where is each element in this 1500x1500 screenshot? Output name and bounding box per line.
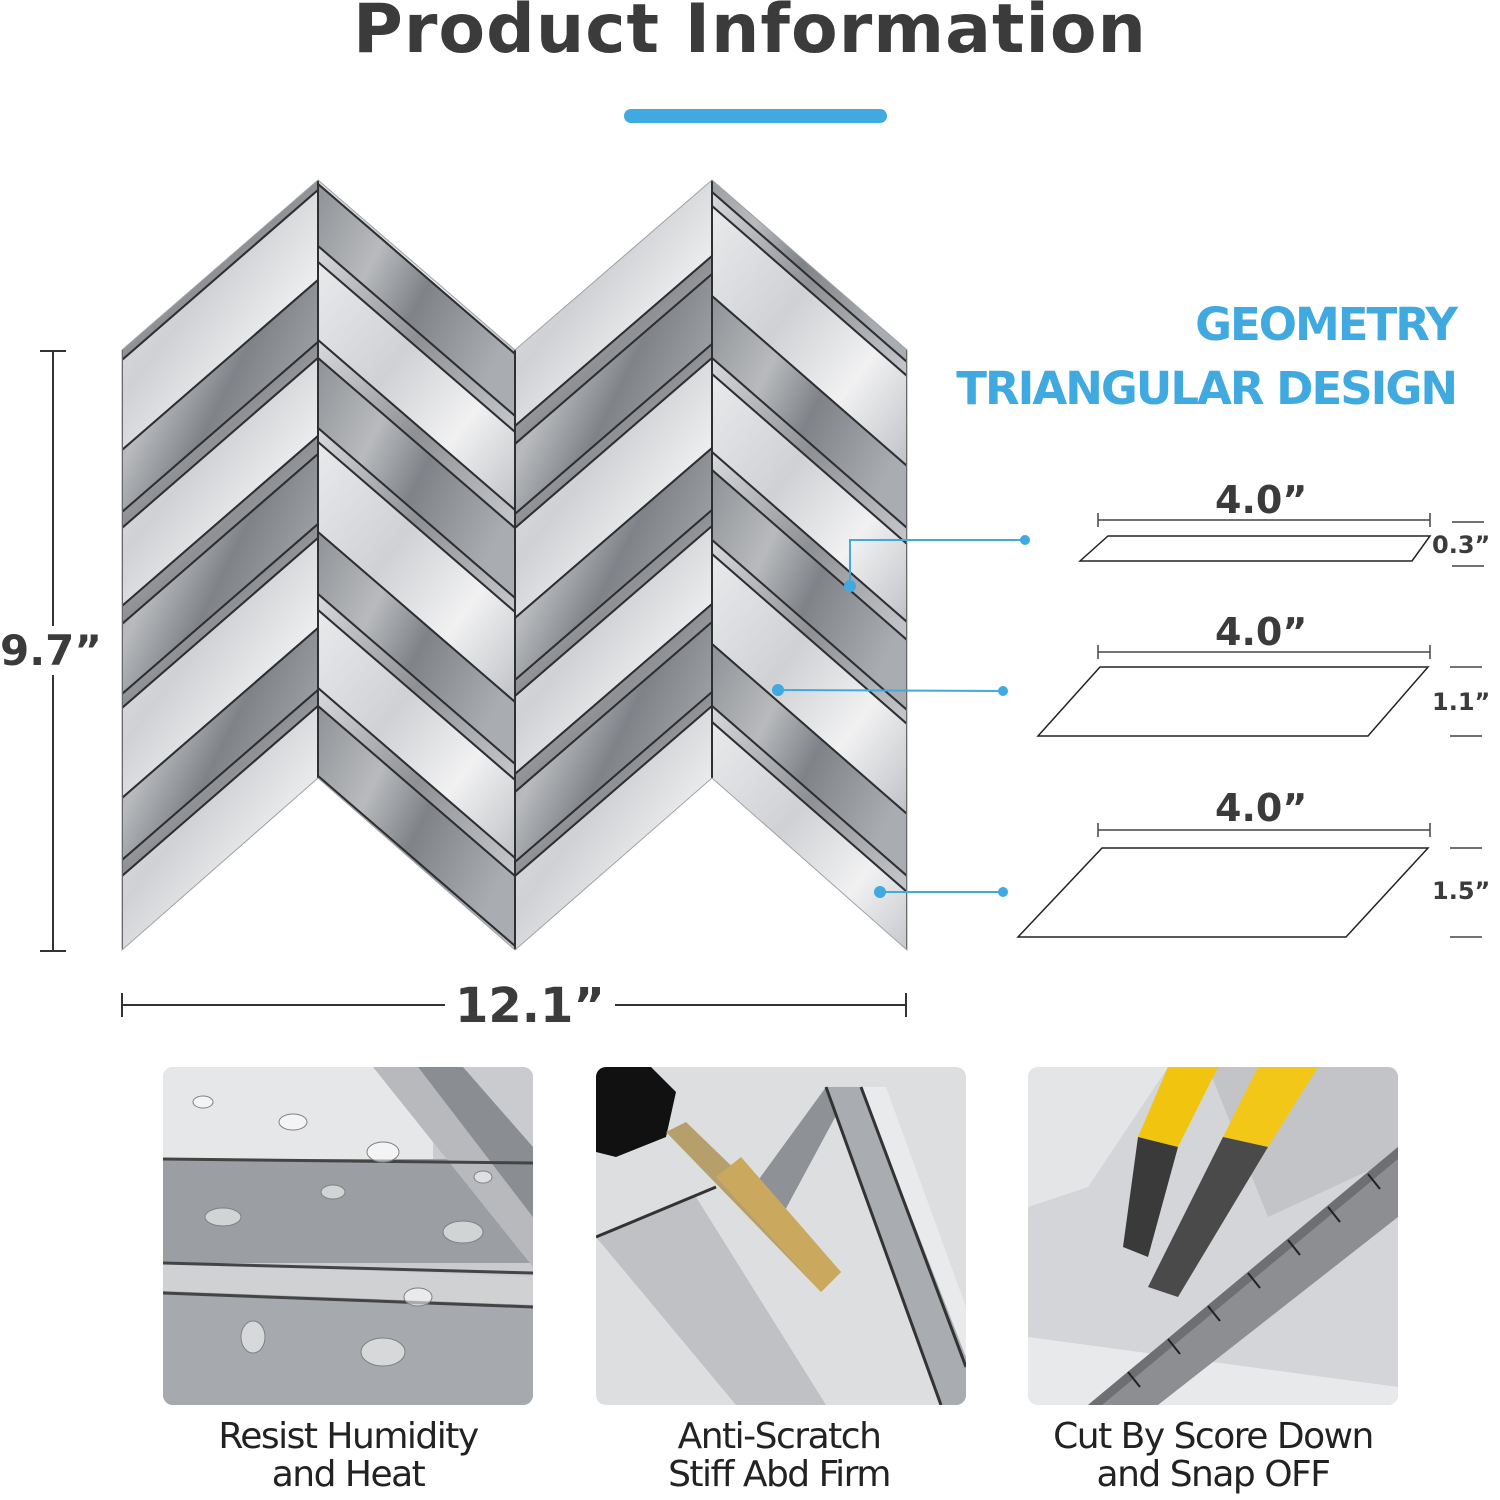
title-accent-bar [624,109,887,123]
geometry-heading-line1: GEOMETRY [1195,298,1458,351]
spec-2-width: 4.0” [1215,610,1308,654]
spec-1-height: 0.3” [1432,531,1491,559]
spec-3-width: 4.0” [1215,786,1308,830]
water-droplets-photo [163,1067,533,1405]
leader-line-1 [849,539,1025,586]
spec-1-width: 4.0” [1215,478,1308,522]
height-label: 9.7” [0,626,103,675]
geometry-heading-line2: TRIANGULAR DESIGN [956,362,1458,415]
feature-caption-cut: Cut By Score Down and Snap OFF [1053,1416,1374,1495]
key-scratch-photo [596,1067,966,1405]
parallelogram-shape-2 [1036,666,1430,737]
spec-2-height: 1.1” [1432,688,1491,716]
leader-dot-1 [844,580,856,592]
feature-caption-humidity: Resist Humidity and Heat [218,1416,479,1495]
leader-dot-2 [772,684,784,696]
page-title: Product Information [353,0,1147,69]
parallelogram-shape-1 [1078,535,1432,562]
leader-line-2 [777,689,1004,692]
utility-knife-ruler-photo [1028,1067,1398,1405]
spec-3-height: 1.5” [1432,877,1491,905]
spec-diagram [772,513,1484,938]
width-label: 12.1” [445,978,615,1034]
chevron-tile-sheet [121,179,908,952]
feature-caption-scratch: Anti-Scratch Stiff Abd Firm [668,1416,891,1495]
parallelogram-shape-3 [1016,847,1430,938]
leader-dot-3 [874,886,886,898]
geometry-heading: GEOMETRY TRIANGULAR DESIGN [956,293,1458,421]
